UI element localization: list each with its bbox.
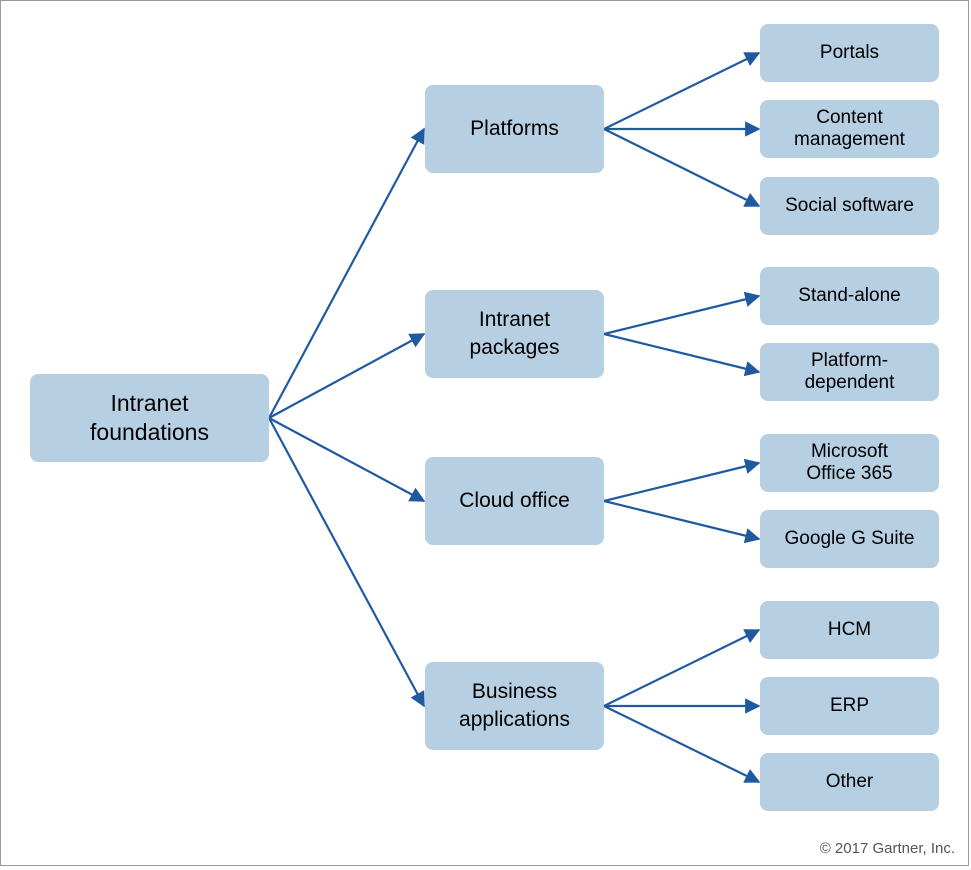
node-erp: ERP <box>760 677 939 735</box>
connector-intranet-packages-to-stand-alone <box>603 291 761 336</box>
node-social-software: Social software <box>760 177 939 235</box>
node-google-g-suite: Google G Suite <box>760 510 939 568</box>
connector-root-to-platforms <box>268 127 425 419</box>
connector-business-applications-to-other <box>603 705 761 783</box>
node-platform-dependent: Platform- dependent <box>760 343 939 401</box>
connector-root-to-intranet-packages <box>268 333 426 419</box>
connector-root-to-business-applications <box>268 417 425 708</box>
node-root: Intranet foundations <box>30 374 269 462</box>
node-other: Other <box>760 753 939 811</box>
node-stand-alone: Stand-alone <box>760 267 939 325</box>
connector-platforms-to-social-software <box>603 128 761 207</box>
node-content-management: Content management <box>760 100 939 158</box>
node-hcm: HCM <box>760 601 939 659</box>
node-portals: Portals <box>760 24 939 82</box>
copyright-notice: © 2017 Gartner, Inc. <box>819 840 955 857</box>
node-microsoft-office-365: Microsoft Office 365 <box>760 434 939 492</box>
node-business-applications: Business applications <box>425 662 604 750</box>
node-intranet-packages: Intranet packages <box>425 290 604 378</box>
connector-intranet-packages-to-platform-dependent <box>603 332 761 377</box>
node-cloud-office: Cloud office <box>425 457 604 545</box>
node-platforms: Platforms <box>425 85 604 173</box>
connector-business-applications-to-hcm <box>603 629 761 707</box>
connector-cloud-office-to-google-g-suite <box>603 499 761 544</box>
connector-root-to-cloud-office <box>268 417 426 502</box>
connector-cloud-office-to-microsoft-office-365 <box>603 458 761 503</box>
connector-platforms-to-portals <box>603 52 761 130</box>
